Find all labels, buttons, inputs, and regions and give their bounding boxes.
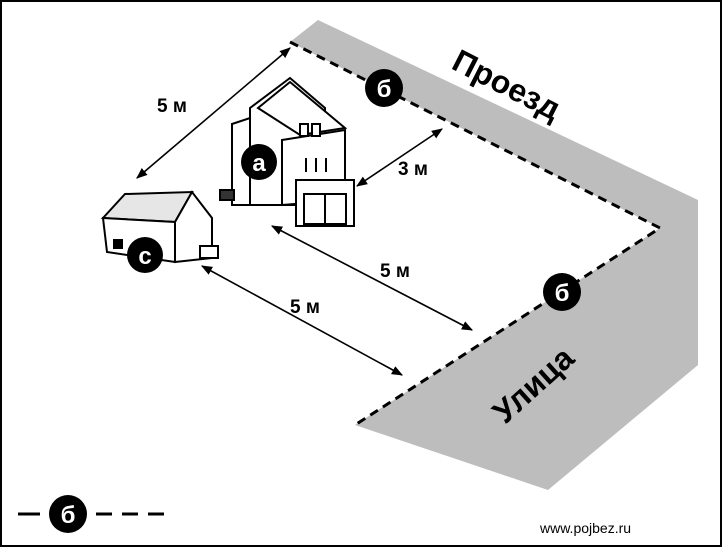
svg-text:б: б: [555, 280, 570, 307]
dim-line-fence-to-garage: [136, 47, 291, 179]
dim-line-house-to-drive: [356, 128, 443, 187]
marker-boundary-top: б: [365, 69, 403, 107]
svg-text:с: с: [138, 243, 151, 270]
source-url: www.pojbez.ru: [540, 520, 632, 536]
dim-label-house-to-drive: 3 м: [398, 159, 428, 180]
dim-label-garage-to-street: 5 м: [290, 297, 320, 318]
road-area: [290, 20, 698, 490]
house-illustration: [219, 76, 355, 227]
legend: б: [18, 495, 165, 533]
marker-outbuilding: с: [127, 237, 163, 273]
marker-boundary-right: б: [543, 273, 581, 311]
svg-text:б: б: [377, 76, 392, 103]
legend-marker: б: [61, 502, 76, 529]
property-boundary: [289, 40, 664, 427]
dim-label-house-to-street: 5 м: [380, 261, 410, 282]
marker-house: а: [241, 144, 277, 180]
dim-line-garage-to-street: [201, 265, 403, 376]
dim-label-fence-to-garage: 5 м: [157, 96, 187, 117]
svg-text:а: а: [252, 150, 266, 177]
